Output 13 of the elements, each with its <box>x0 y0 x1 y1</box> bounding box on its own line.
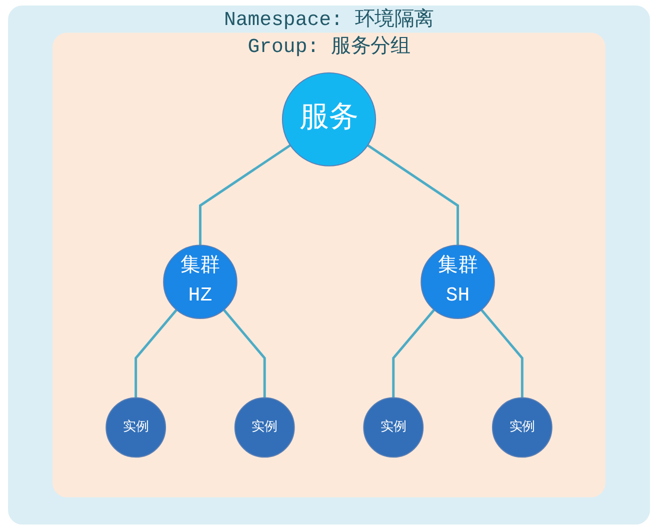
node-circle: 集群 SH <box>420 244 495 319</box>
node-circle: 服务 <box>282 72 376 166</box>
node-circle: 实例 <box>234 397 295 458</box>
node-circle: 实例 <box>106 397 166 458</box>
connector <box>392 309 436 398</box>
node-circle: 实例 <box>363 397 424 458</box>
connector <box>198 144 291 246</box>
node-circle: 集群 HZ <box>163 244 238 319</box>
connector <box>367 144 460 246</box>
node-circle: 实例 <box>492 397 552 458</box>
connector <box>480 309 524 398</box>
connector <box>134 309 178 398</box>
connector <box>222 309 266 398</box>
